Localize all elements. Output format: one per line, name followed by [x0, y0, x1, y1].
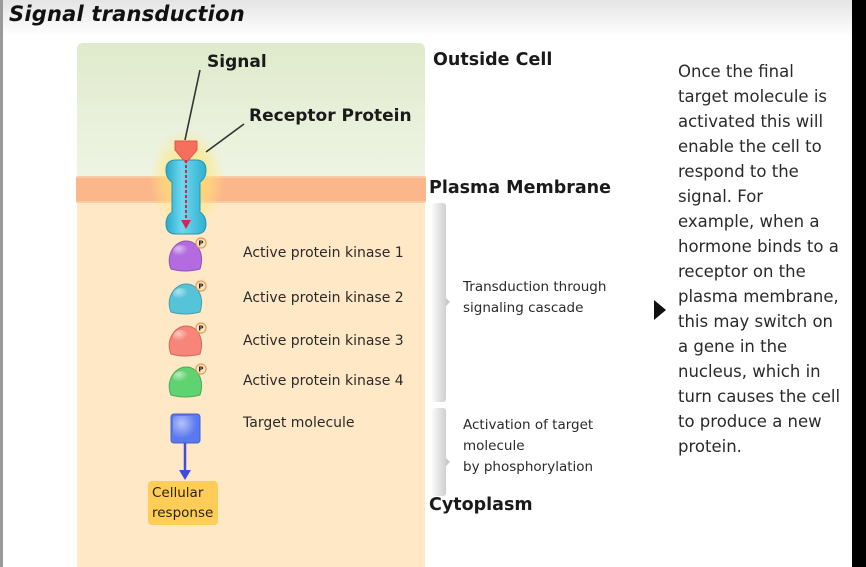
signal-arrowhead-icon	[181, 220, 191, 229]
kinase-2-shine	[173, 288, 189, 300]
kinase-4-shine	[173, 371, 189, 383]
explanation-line: signal. For	[678, 187, 764, 206]
slide-title: Signal transduction	[9, 2, 245, 26]
receptor-leader-line	[205, 123, 245, 153]
signal-label: Signal	[207, 52, 267, 72]
kinase-1-label: Active protein kinase 1	[243, 245, 404, 261]
kinase-4-label: Active protein kinase 4	[243, 373, 404, 389]
kinase-3-phosphate-icon	[195, 322, 207, 334]
pointer-arrow-icon	[654, 300, 666, 320]
outside-cell-label: Outside Cell	[433, 50, 553, 70]
cytoplasm-label: Cytoplasm	[429, 495, 533, 515]
explanation-line: this may switch on	[678, 312, 834, 331]
plasma-membrane	[76, 176, 426, 203]
cellular-response-line-2: response	[152, 505, 214, 521]
kinase-3-label: Active protein kinase 3	[243, 333, 404, 349]
bracket-tick	[446, 458, 450, 466]
activation-bracket	[432, 408, 450, 496]
signal-molecule-icon	[174, 140, 198, 164]
activation-line-2: molecule	[463, 438, 525, 454]
explanation-line: plasma membrane,	[678, 287, 839, 306]
explanation-line: activated this will	[678, 112, 824, 131]
kinase-2-phosphate-icon	[195, 280, 207, 292]
transduction-step-text: Transduction through signaling cascade	[463, 277, 606, 319]
transduction-line-1: Transduction through	[463, 279, 607, 295]
bracket-tick	[446, 298, 450, 306]
explanation-line: a gene in the	[678, 337, 788, 356]
transduction-bracket	[432, 203, 450, 402]
kinase-4-phosphate-label: P	[198, 366, 203, 374]
explanation-text: Once the final target molecule is activate…	[678, 59, 850, 459]
kinase-1-phosphate-label: P	[198, 240, 203, 248]
activation-line-1: Activation of target	[463, 417, 594, 433]
target-molecule-label: Target molecule	[243, 415, 355, 431]
outside-cell-region	[77, 43, 425, 178]
response-arrowhead-icon	[179, 470, 191, 480]
activation-step-text: Activation of target molecule by phospho…	[463, 415, 593, 478]
signal-leader-line	[184, 69, 201, 141]
target-molecule-shine	[173, 416, 198, 441]
plasma-membrane-label: Plasma Membrane	[429, 178, 611, 198]
activation-line-3: by phosphorylation	[463, 459, 594, 475]
explanation-line: example, when a	[678, 212, 820, 231]
kinase-3-phosphate-label: P	[198, 325, 203, 333]
explanation-line: protein.	[678, 437, 742, 456]
explanation-line: nucleus, which in	[678, 362, 821, 381]
window-left-border	[0, 0, 3, 567]
kinase-4-phosphate-icon	[195, 363, 207, 375]
explanation-line: to produce a new	[678, 412, 822, 431]
cellular-response-box: Cellular response	[148, 481, 218, 525]
explanation-line: turn causes the cell	[678, 387, 841, 406]
kinase-3-shine	[173, 330, 189, 342]
window-right-border	[852, 0, 866, 567]
kinase-2-phosphate-label: P	[198, 283, 203, 291]
explanation-line: hormone binds to a	[678, 237, 839, 256]
transduction-line-2: signaling cascade	[463, 300, 584, 316]
receptor-protein-label: Receptor Protein	[249, 106, 412, 126]
explanation-line: respond to the	[678, 162, 799, 181]
explanation-line: receptor on the	[678, 262, 806, 281]
kinase-2-label: Active protein kinase 2	[243, 290, 404, 306]
kinase-1-shine	[173, 245, 189, 257]
explanation-line: target molecule is	[678, 87, 828, 106]
header-bar	[3, 0, 852, 36]
explanation-line: enable the cell to	[678, 137, 822, 156]
cellular-response-line-1: Cellular	[152, 485, 204, 501]
cytoplasm-region	[77, 203, 425, 567]
kinase-1-phosphate-icon	[195, 237, 207, 249]
explanation-line: Once the final	[678, 62, 794, 81]
